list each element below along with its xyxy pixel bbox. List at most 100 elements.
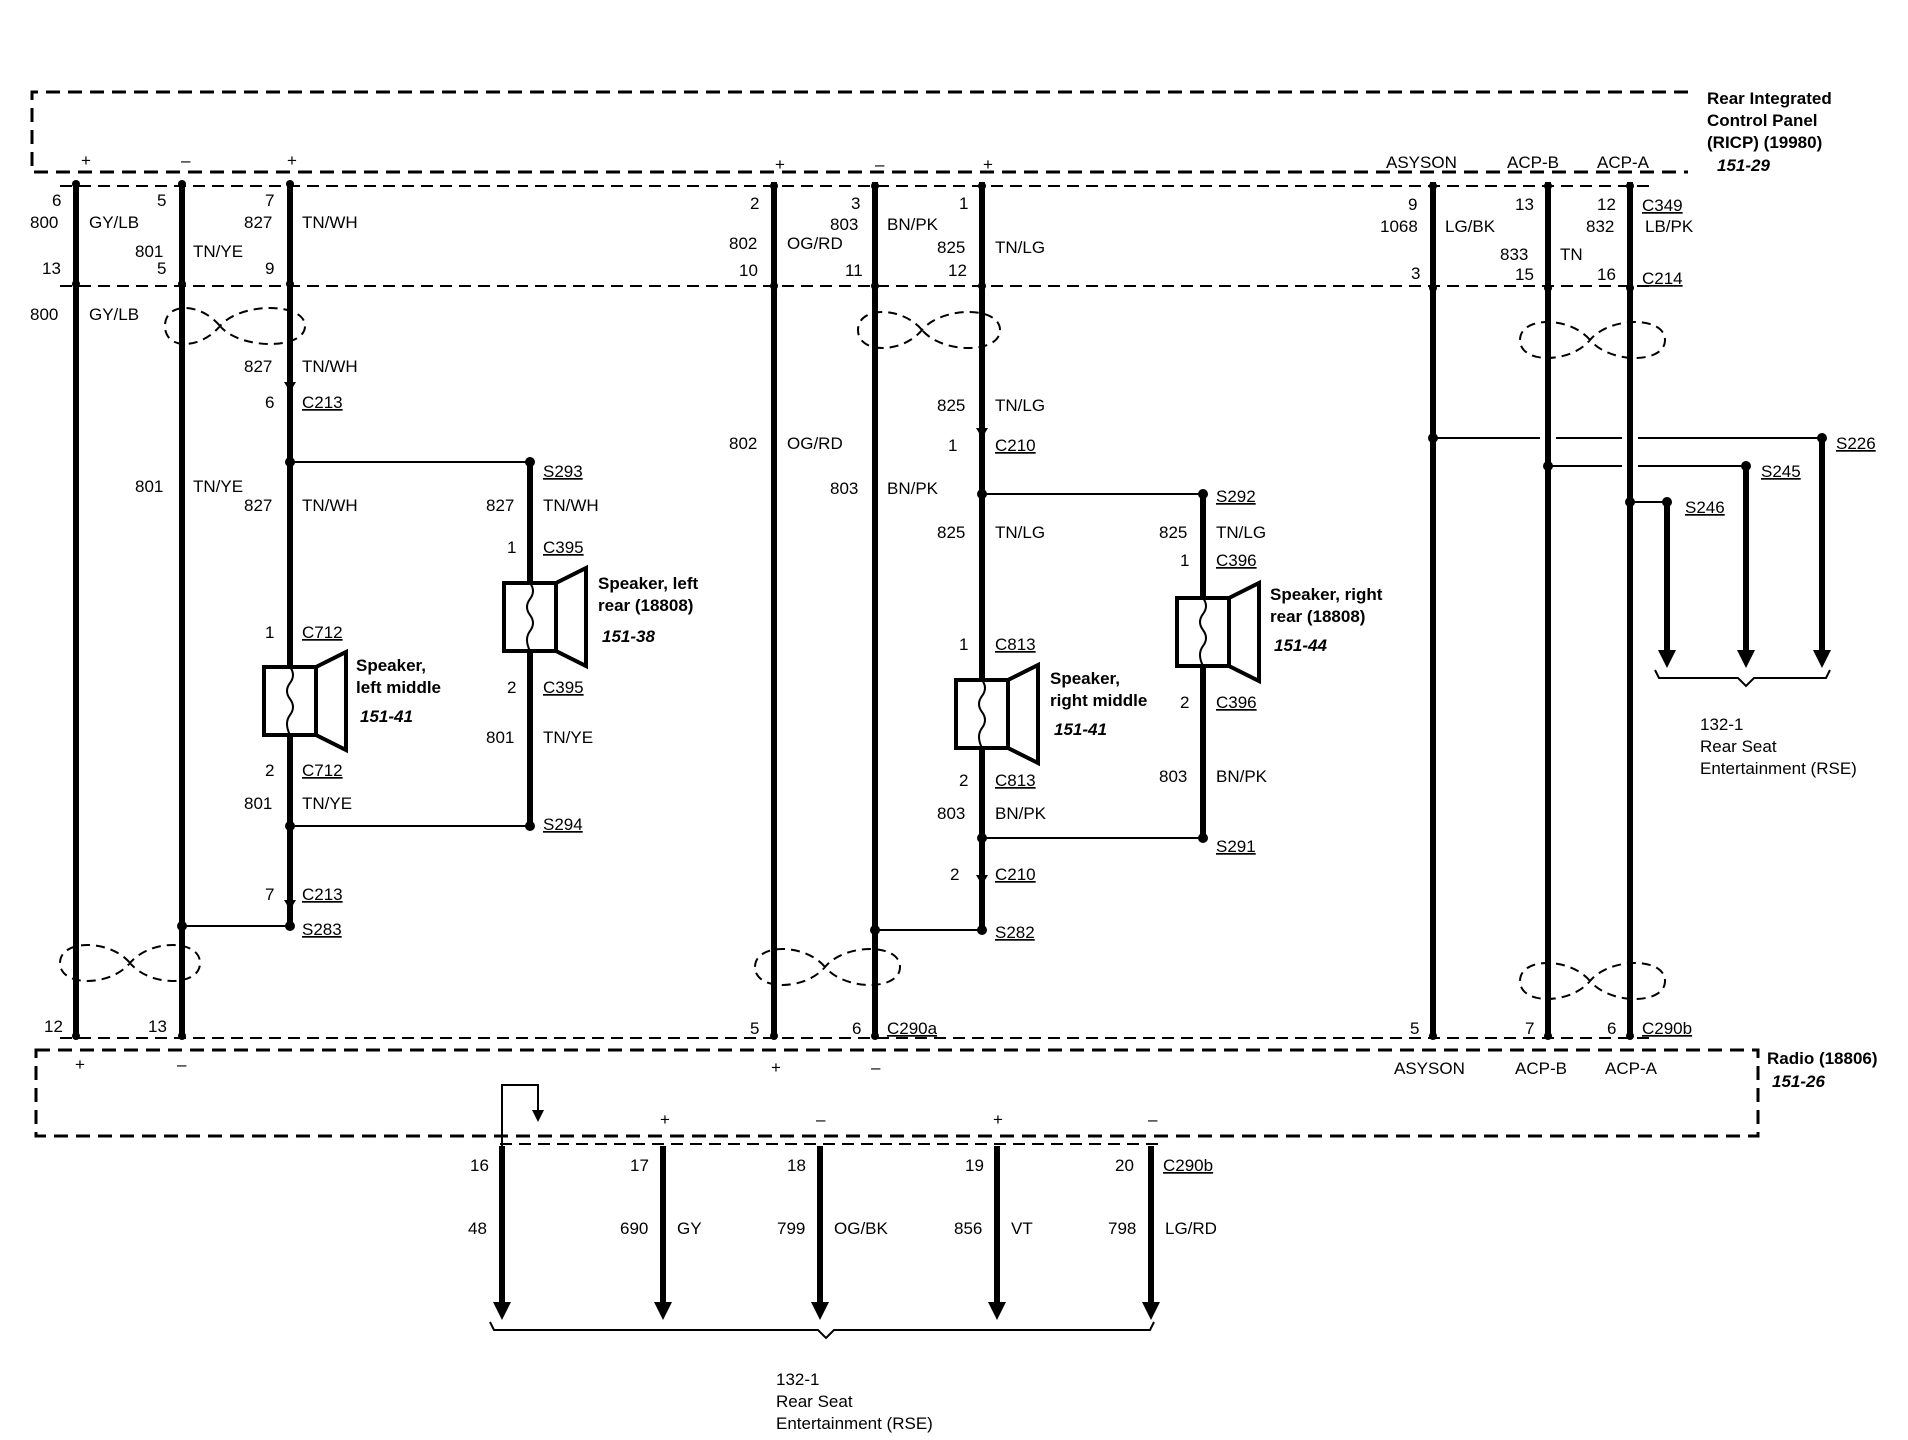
pin-number: 17 [630,1156,649,1175]
left-speaker-section: 6 C213 801 TN/YE 827 TN/WH 1 C712 Speake… [135,382,699,939]
circuit-number: 801 [135,477,163,496]
rse-bracket [1654,669,1831,688]
radio-title: Radio (18806) [1767,1049,1878,1068]
speaker-label-line1: Speaker, left [598,574,699,593]
circuit-number: 803 [830,215,858,234]
bottom-rse-wires: 16 48 17 690 GY 18 799 OG/BK 19 856 VT 2… [468,1146,1217,1433]
wire-color: TN/YE [543,728,593,747]
pin-dot [1429,1032,1437,1040]
pin-dot [286,180,294,188]
circuit-number: 827 [486,496,514,515]
circuit-number: 833 [1500,245,1528,264]
arrow-down-icon [988,1302,1006,1320]
pin-number: 6 [852,1019,861,1038]
pin-number: 7 [1525,1019,1534,1038]
radio-box-outline [34,1048,1760,1138]
ricp-asyson-label: ASYSON [1386,153,1457,172]
s293-label: S293 [543,462,583,481]
wire-color: TN/LG [995,396,1045,415]
ricp-title-line1: Rear Integrated [1707,89,1832,108]
radio-ref: 151-26 [1772,1072,1825,1091]
wire-color: OG/RD [787,234,843,253]
wire-color: GY/LB [89,213,139,232]
circuit-number: 825 [937,238,965,257]
polarity-plus: + [771,1058,781,1077]
pin-dot [1626,182,1634,190]
ricp-title-line3: (RICP) (19980) [1707,133,1822,152]
pin-number: 11 [845,261,863,280]
pin-number: 3 [1411,264,1420,283]
circuit-number: 799 [777,1219,805,1238]
wire-color: BN/PK [887,479,939,498]
right-speaker-section: 1 C210 825 TN/LG 1 C813 Speaker, right m… [870,428,1383,942]
circuit-number: 825 [937,396,965,415]
pin-number: 13 [1515,195,1534,214]
twisted-pair-symbol [1518,962,1667,1000]
circuit-number: 827 [244,357,272,376]
speaker-label-line1: Speaker, right [1270,585,1383,604]
c813-label: C813 [995,771,1036,790]
pin-number: 7 [265,885,274,904]
wire-color: LB/PK [1645,217,1694,236]
ricp-c214-label: C214 [1642,269,1683,288]
c712-label: C712 [302,761,343,780]
pin-number: 13 [148,1017,167,1036]
speaker-left-middle-icon [262,648,348,754]
radio-internal-jumper [501,1084,539,1146]
circuit-number: 801 [135,242,163,261]
pin-number: 12 [1597,195,1616,214]
pin-number: 2 [750,194,759,213]
circuit-number: 803 [830,479,858,498]
rse-ref: 132-1 [776,1370,819,1389]
pin-dot [1626,1032,1634,1040]
twisted-pairs [58,307,1667,1000]
polarity-plus: + [287,151,297,170]
splice-dot [285,921,295,931]
arrow-down-icon [654,1302,672,1320]
twisted-pair-symbol [58,944,202,982]
radio-c290a-label: C290a [887,1019,938,1038]
c395-label: C395 [543,538,584,557]
pin-dot [770,282,778,290]
ricp-ref: 151-29 [1717,156,1770,175]
wire-color: OG/RD [787,434,843,453]
ricp-title-line2: Control Panel [1707,111,1818,130]
twisted-pair-symbol [163,307,307,345]
pin-dot [178,1032,186,1040]
connector-arrow-icon [976,428,988,438]
ricp-acp-a-label: ACP-A [1597,153,1650,172]
c395-label: C395 [543,678,584,697]
pin-dot [1544,182,1552,190]
wire-color: TN/YE [302,794,352,813]
wire-color: TN/WH [302,213,358,232]
circuit-number: 832 [1586,217,1614,236]
circuit-number: 801 [486,728,514,747]
connector-pins [72,180,1634,1040]
s246-label: S246 [1685,498,1725,517]
ricp-wire-labels: 6 800 GY/LB 13 800 GY/LB 5 801 TN/YE 5 7… [30,191,1694,498]
circuit-number: 825 [937,523,965,542]
speaker-left-rear-icon [502,564,588,670]
pin-number: 9 [265,259,274,278]
pin-dot [1626,284,1634,292]
rse-label-line1: Rear Seat [1700,737,1777,756]
arrow-down-icon [1142,1302,1160,1320]
polarity-minus: – [871,1058,881,1077]
splice-dot [525,457,535,467]
wire-color: BN/PK [887,215,939,234]
pin-number: 1 [948,436,957,455]
c813-label: C813 [995,635,1036,654]
wire-color: BN/PK [1216,767,1268,786]
circuit-number: 800 [30,305,58,324]
pin-number: 6 [52,191,61,210]
pin-dot [72,280,80,288]
s283-label: S283 [302,920,342,939]
speaker-right-rear-icon [1175,579,1261,685]
speaker-label-line1: Speaker, [356,656,426,675]
radio-acp-a-label: ACP-A [1605,1059,1658,1078]
arrow-down-icon [493,1302,511,1320]
s294-label: S294 [543,815,583,834]
splice-dot [525,821,535,831]
pin-number: 15 [1515,265,1534,284]
